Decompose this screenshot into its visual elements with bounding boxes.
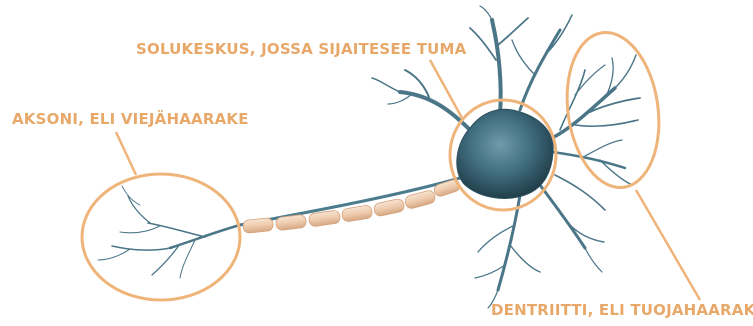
dendrite-label: DENTRIITTI, ELI TUOJAHAARAKE <box>491 301 753 319</box>
axon-terminal-circle <box>82 174 240 300</box>
annotation-circles <box>82 26 668 300</box>
myelin-segment <box>373 198 405 217</box>
cell-body <box>457 109 553 198</box>
axon-label: AKSONI, ELI VIEJÄHAARAKE <box>12 110 249 128</box>
dendrite-circle <box>558 26 669 193</box>
myelin-segment <box>341 205 373 223</box>
myelin-segment <box>242 217 273 233</box>
leader-lines <box>116 60 700 300</box>
dendrite-leader-line <box>636 190 700 300</box>
cell-body-label: SOLUKESKUS, JOSSA SIJAITESEE TUMA <box>136 40 467 58</box>
axon-terminals <box>98 186 240 278</box>
axon-leader-line <box>116 132 136 175</box>
